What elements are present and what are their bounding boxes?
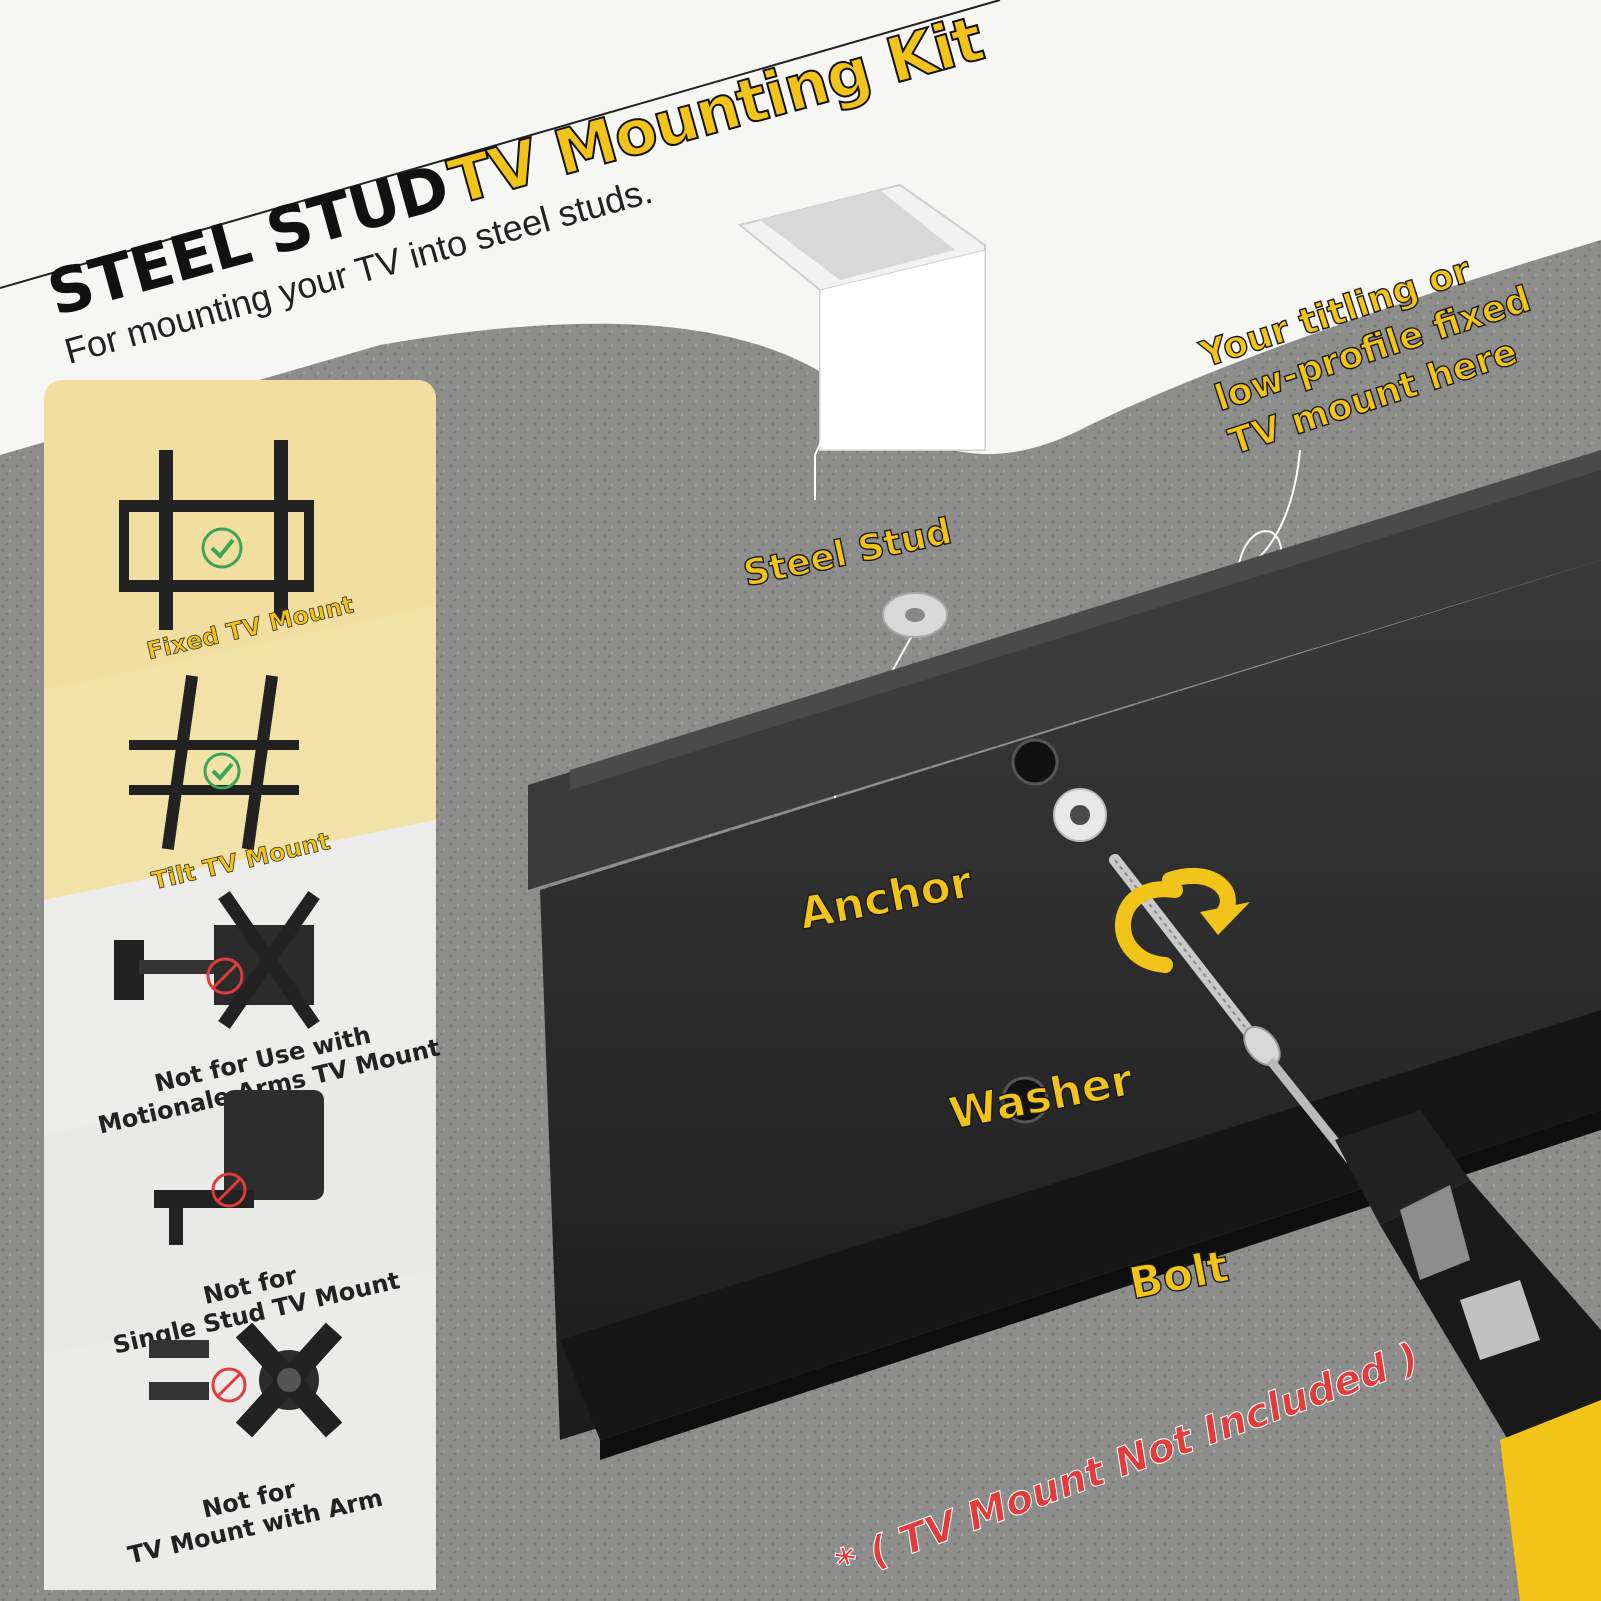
compat-label-arm: Not for TV Mount with Arm	[125, 1475, 386, 1570]
washer-part	[1053, 788, 1107, 842]
single-stud-mount-image	[154, 1090, 324, 1245]
tilt-mount-image	[129, 675, 299, 850]
arm-mount-image	[149, 1322, 343, 1438]
fixed-mount-image	[119, 440, 314, 630]
power-drill	[1266, 1057, 1601, 1601]
check-icon	[203, 752, 241, 790]
steel-stud	[737, 183, 986, 451]
rotate-arrow-icon	[1114, 867, 1250, 973]
compatibility-panel: Fixed TV Mount Tilt TV Mount Not for Use…	[44, 380, 443, 1590]
check-icon	[201, 527, 243, 569]
mounting-rail	[528, 450, 1601, 1460]
prohibited-icon	[211, 1172, 247, 1208]
prohibited-icon	[206, 957, 244, 995]
anchor-part	[882, 592, 948, 638]
prohibited-icon	[211, 1367, 247, 1403]
